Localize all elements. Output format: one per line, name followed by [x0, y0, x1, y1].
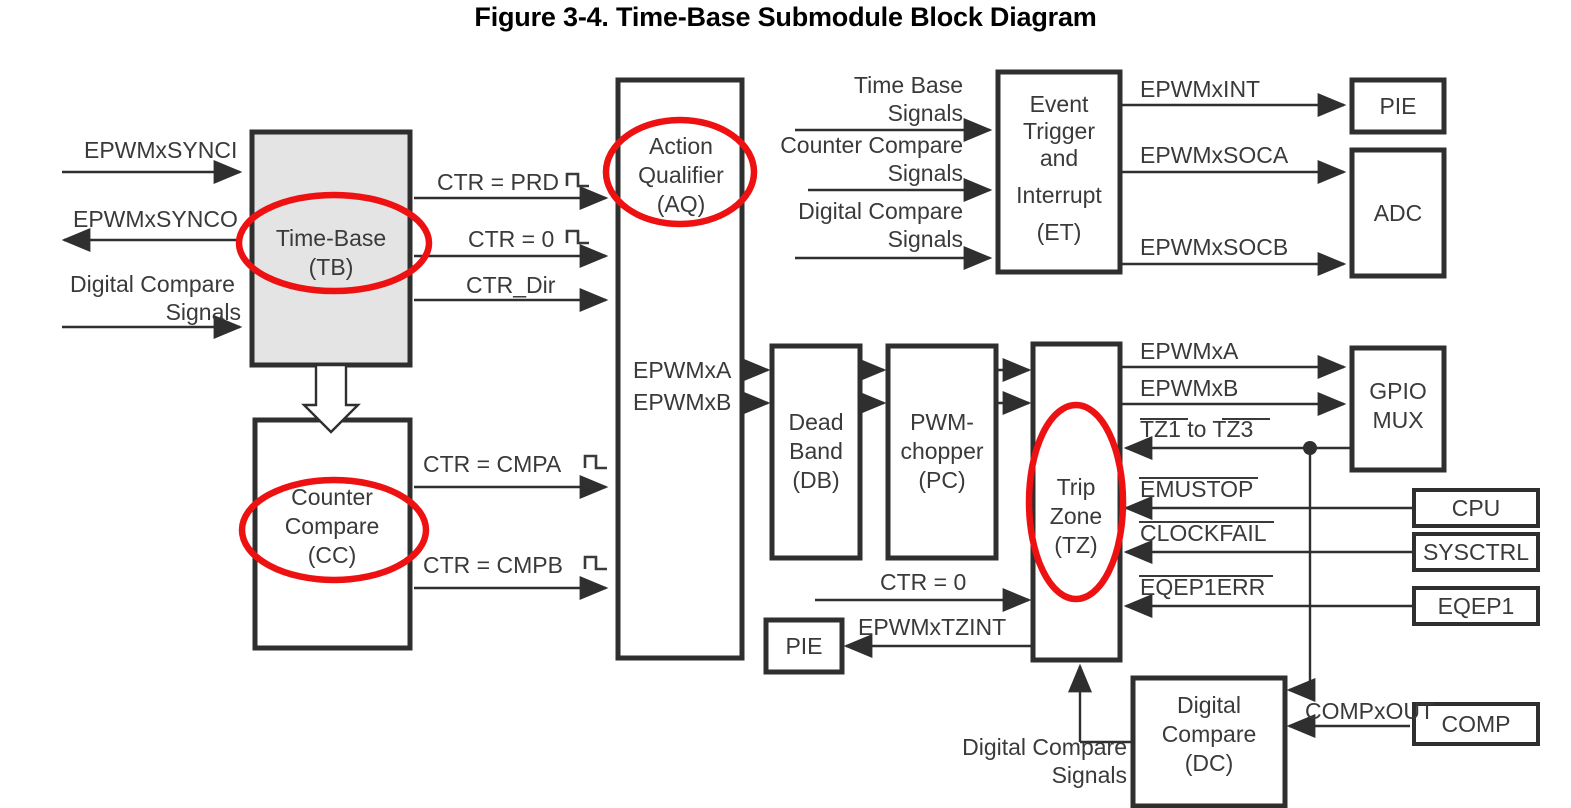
- signal-label-et-tb-2: Signals: [888, 100, 963, 126]
- signal-label-et-cc-1: Counter Compare: [780, 132, 963, 158]
- highlight-ellipse-action-qualifier: [602, 116, 758, 228]
- signal-label-emustop: EMUSTOP: [1140, 476, 1253, 502]
- signal-label-et-dc-2: Signals: [888, 226, 963, 252]
- block-gpio-mux-label-2: MUX: [1372, 407, 1423, 433]
- signal-label-epwmxsynci: EPWMxSYNCI: [84, 137, 237, 163]
- block-time-base[interactable]: [249, 129, 413, 368]
- block-digital-compare-label-1: Digital: [1177, 692, 1241, 718]
- block-pwm-chopper-label-1: PWM-: [910, 409, 974, 435]
- signal-label-dc-tb-1: Digital Compare: [70, 271, 235, 297]
- block-pie-bottom[interactable]: [763, 617, 845, 675]
- block-dead-band-label-1: Dead: [789, 409, 844, 435]
- block-pwm-chopper-label-3: (PC): [918, 467, 965, 493]
- signal-label-epwmxtzint: EPWMxTZINT: [858, 614, 1006, 640]
- signal-label-compxout: COMPxOUT: [1305, 698, 1434, 724]
- block-digital-compare[interactable]: [1130, 675, 1288, 808]
- block-digital-compare-label-2: Compare: [1162, 721, 1257, 747]
- block-cpu-label: CPU: [1452, 495, 1501, 521]
- block-counter-compare-label-2: Compare: [285, 513, 380, 539]
- signal-label-dc-tb-2: Signals: [166, 299, 241, 325]
- block-time-base-label-1: Time-Base: [276, 225, 386, 251]
- block-gpio-mux[interactable]: [1349, 345, 1447, 473]
- block-event-trigger-label-5: (ET): [1037, 219, 1082, 245]
- block-event-trigger-label-1: Event: [1030, 91, 1089, 117]
- hollow-arrow-tb-to-cc: [301, 363, 361, 434]
- signal-label-tz-epwmxb: EPWMxB: [1140, 375, 1238, 401]
- block-event-trigger-label-4: Interrupt: [1016, 182, 1102, 208]
- signal-label-et-cc-2: Signals: [888, 160, 963, 186]
- signal-label-tz-epwmxa: EPWMxA: [1140, 338, 1239, 364]
- block-event-trigger-label-3: and: [1040, 145, 1078, 171]
- signal-label-et-dc-1: Digital Compare: [798, 198, 963, 224]
- pulse-icon-cmpa: [583, 454, 607, 470]
- signal-label-ctr-dir: CTR_Dir: [466, 272, 556, 298]
- block-comp-label: COMP: [1442, 711, 1511, 737]
- pulse-icon-ctr-prd: [565, 172, 589, 188]
- block-trip-zone-label-1: Trip: [1057, 474, 1096, 500]
- block-adc-label: ADC: [1374, 200, 1423, 226]
- signal-label-clockfail: CLOCKFAIL: [1140, 520, 1267, 546]
- pulse-icon-cmpb: [583, 555, 607, 571]
- highlight-ellipse-time-base: [235, 191, 433, 295]
- block-digital-compare-label-3: (DC): [1185, 750, 1234, 776]
- block-action-qualifier[interactable]: [615, 77, 745, 661]
- signal-label-ctr-zero-tz: CTR = 0: [880, 569, 966, 595]
- block-action-qualifier-label-3: (AQ): [657, 191, 706, 217]
- signal-label-aq-epwmxb: EPWMxB: [633, 389, 731, 415]
- signal-label-epwmxsoca: EPWMxSOCA: [1140, 142, 1289, 168]
- block-time-base-label-2: (TB): [309, 254, 354, 280]
- block-comp[interactable]: [1412, 702, 1540, 746]
- block-counter-compare-label-1: Counter: [291, 484, 373, 510]
- block-dead-band-label-3: (DB): [792, 467, 839, 493]
- block-pwm-chopper-label-2: chopper: [900, 438, 983, 464]
- signal-label-epwmxsynco: EPWMxSYNCO: [73, 206, 238, 232]
- block-trip-zone[interactable]: [1030, 341, 1123, 663]
- block-trip-zone-label-3: (TZ): [1054, 532, 1097, 558]
- block-counter-compare-label-3: (CC): [308, 542, 357, 568]
- pulse-icon-ctr-zero: [565, 229, 589, 245]
- signal-label-et-tb-1: Time Base: [854, 72, 963, 98]
- block-sysctrl-label: SYSCTRL: [1423, 539, 1529, 565]
- block-dead-band[interactable]: [769, 343, 863, 561]
- block-adc[interactable]: [1349, 147, 1447, 279]
- block-gpio-mux-label-1: GPIO: [1369, 378, 1427, 404]
- signal-label-ctr-cmpb: CTR = CMPB: [423, 552, 563, 578]
- block-pie-top[interactable]: [1349, 77, 1447, 135]
- signal-label-ctr-zero-aq: CTR = 0: [468, 226, 554, 252]
- signal-label-dc-out-2: Signals: [1052, 762, 1127, 788]
- signal-label-ctr-cmpa: CTR = CMPA: [423, 451, 562, 477]
- block-dead-band-label-2: Band: [789, 438, 843, 464]
- block-event-trigger[interactable]: [995, 69, 1123, 275]
- block-action-qualifier-label-1: Action: [649, 133, 713, 159]
- block-event-trigger-label-2: Trigger: [1023, 118, 1095, 144]
- highlight-ellipse-counter-compare: [238, 476, 430, 584]
- block-action-qualifier-label-2: Qualifier: [638, 162, 724, 188]
- signal-label-aq-epwmxa: EPWMxA: [633, 357, 732, 383]
- signal-label-eqep1err: EQEP1ERR: [1140, 574, 1265, 600]
- block-pwm-chopper[interactable]: [885, 343, 999, 561]
- highlight-ellipse-trip-zone: [1025, 401, 1127, 603]
- signal-label-epwmxsocb: EPWMxSOCB: [1140, 234, 1288, 260]
- signal-label-epwmxint: EPWMxINT: [1140, 76, 1260, 102]
- signal-label-tz1-tz3: TZ1 to TZ3: [1140, 416, 1253, 442]
- signal-label-dc-out-1: Digital Compare: [962, 734, 1127, 760]
- signal-label-ctr-prd: CTR = PRD: [437, 169, 559, 195]
- block-eqep1-label: EQEP1: [1438, 593, 1515, 619]
- page-title: Figure 3-4. Time-Base Submodule Block Di…: [474, 2, 1097, 32]
- block-trip-zone-label-2: Zone: [1050, 503, 1102, 529]
- block-pie-top-label: PIE: [1379, 93, 1416, 119]
- block-pie-bottom-label: PIE: [785, 633, 822, 659]
